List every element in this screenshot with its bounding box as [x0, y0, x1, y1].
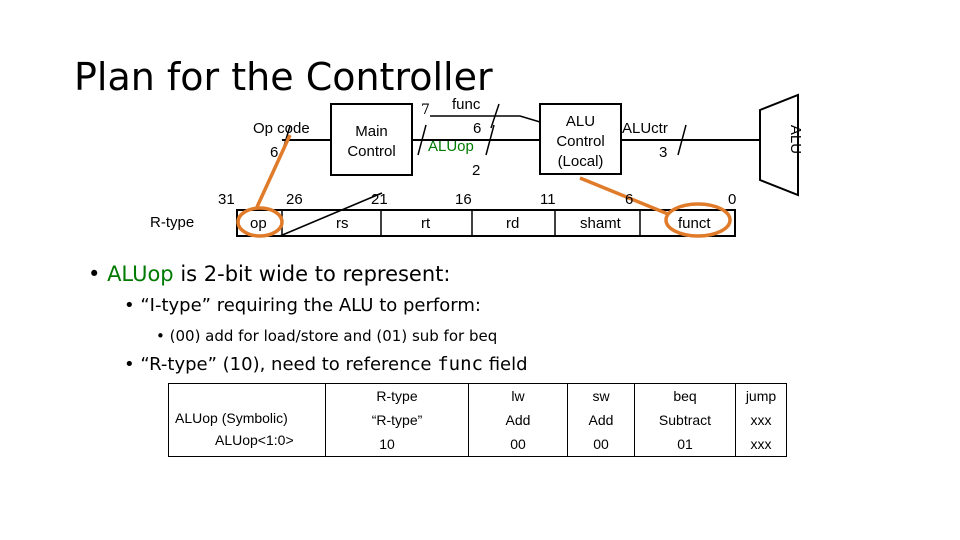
func-bus-width: 7 [421, 102, 430, 118]
col-symbolic: “R-type” [371, 412, 423, 428]
bullet-1-text: is 2-bit wide to represent: [173, 262, 451, 286]
aluop-table: ALUop (Symbolic) ALUop<1:0> R-type “R-ty… [168, 383, 787, 457]
bullet-1-aluop: ALUop [107, 262, 174, 286]
bullet-2-text: “I-type” requiring the ALU to perform: [140, 295, 481, 316]
col-symbolic: xxx [750, 412, 772, 428]
col-bits: 00 [593, 436, 609, 452]
table-col-sw: sw Add 00 [567, 383, 635, 457]
bullet-dot: • [156, 327, 170, 345]
aluop-label: ALUop [428, 138, 474, 155]
bullet-dot: • [124, 295, 141, 316]
alu-control-label-line2: Control [556, 133, 605, 150]
aluctr-slash [677, 124, 687, 156]
field-shamt: shamt [580, 215, 621, 232]
col-symbolic: Subtract [658, 412, 712, 428]
bullet-3: • (00) add for load/store and (01) sub f… [156, 329, 497, 344]
bullet-4-code: func [437, 353, 483, 375]
main-control-label-line2: Control [347, 143, 396, 160]
alu-control-label-line3: (Local) [557, 153, 604, 170]
bit-0: 0 [728, 191, 737, 208]
row-header-bits: ALUop<1:0> [215, 432, 294, 448]
op-highlight [236, 206, 284, 238]
field-funct: funct [678, 215, 711, 232]
table-col-lw: lw Add 00 [468, 383, 568, 457]
field-rd: rd [506, 215, 520, 232]
col-bits: 00 [510, 436, 526, 452]
bullet-4-text: “R-type” (10), need to reference [140, 354, 438, 375]
field-rs: rs [336, 215, 349, 232]
table-col-rtype: R-type “R-type” 10 [325, 383, 469, 457]
col-bits: 10 [379, 436, 395, 452]
bullet-4-suffix: field [482, 354, 528, 375]
main-control-label-line1: Main [355, 123, 388, 140]
field-rt: rt [421, 215, 431, 232]
bullet-4: • “R-type” (10), need to reference func … [124, 355, 528, 374]
bit-31: 31 [218, 191, 235, 208]
alu-shape [759, 93, 799, 197]
bit-6: 6 [625, 191, 634, 208]
col-bits: xxx [750, 436, 772, 452]
rs-slash [279, 192, 383, 237]
col-header: lw [511, 388, 525, 404]
col-header: jump [745, 388, 777, 404]
bit-11: 11 [540, 191, 556, 208]
func-wire [430, 115, 541, 123]
aluctr-label: ALUctr [622, 120, 668, 137]
func-label: func [452, 96, 481, 113]
aluop-slash-right [485, 124, 495, 156]
col-header: sw [592, 388, 610, 404]
aluctr-width: 3 [659, 144, 668, 161]
bullet-dot: • [88, 262, 108, 286]
field-op: op [250, 215, 267, 232]
opcode-label: Op code [253, 120, 310, 137]
funct-arrow [579, 176, 669, 216]
func-slash [490, 103, 500, 129]
table-col-jump: jump xxx xxx [735, 383, 787, 457]
col-bits: 01 [677, 436, 693, 452]
func-width: 6 [473, 120, 482, 137]
bullet-2: • “I-type” requiring the ALU to perform: [124, 297, 481, 315]
table-col-beq: beq Subtract 01 [634, 383, 736, 457]
col-symbolic: Add [505, 412, 531, 428]
bit-16: 16 [455, 191, 472, 208]
bullet-3-text: (00) add for load/store and (01) sub for… [169, 327, 498, 345]
bullet-1: • ALUop is 2-bit wide to represent: [88, 264, 450, 285]
bullet-dot: • [124, 354, 141, 375]
alu-control-label-line1: ALU [565, 113, 596, 130]
funct-highlight [664, 202, 732, 238]
aluop-width: 2 [472, 162, 481, 179]
opcode-width: 6 [270, 144, 279, 161]
col-header: R-type [376, 388, 418, 404]
row-header-symbolic: ALUop (Symbolic) [175, 410, 288, 426]
col-symbolic: Add [588, 412, 614, 428]
bit-26: 26 [286, 191, 303, 208]
alu-label: ALU [787, 124, 805, 155]
rtype-label: R-type [150, 214, 195, 231]
aluop-slash-left [417, 124, 427, 156]
table-row-header-cell: ALUop (Symbolic) ALUop<1:0> [168, 383, 326, 457]
op-arrow [255, 134, 292, 208]
bit-21: 21 [371, 191, 388, 208]
slide-title: Plan for the Controller [74, 55, 493, 99]
col-header: beq [673, 388, 697, 404]
